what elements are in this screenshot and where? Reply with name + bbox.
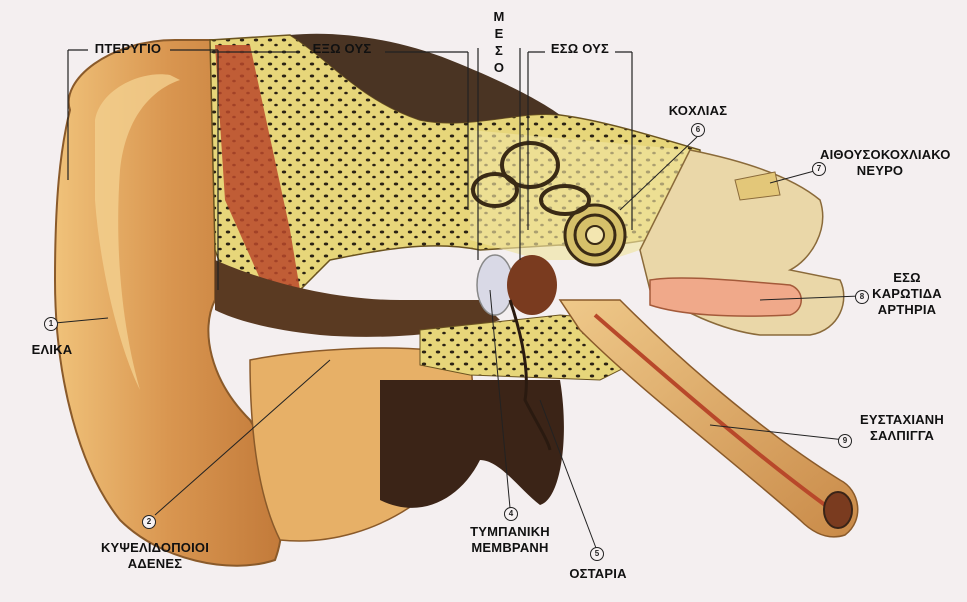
label-pterygio: ΠΤΕΡΥΓΙΟ bbox=[88, 41, 168, 57]
badge-ostaria: 5 bbox=[590, 547, 604, 561]
badge-tympanic: 4 bbox=[504, 507, 518, 521]
label-glands-line1: ΚΥΨΕΛΙΔΟΠΟΙΟΙ bbox=[90, 540, 220, 556]
middle-ear-cavity bbox=[507, 255, 557, 315]
label-eustachian-line1: ΕΥΣΤΑΧΙΑΝΗ bbox=[852, 412, 952, 428]
badge-elika: 1 bbox=[44, 317, 58, 331]
label-nerve-line1: ΑΙΘΟΥΣΟΚΟΧΛΙΑΚΟ bbox=[790, 147, 940, 163]
label-artery: ΕΣΩ ΚΑΡΩΤΙΔΑ ΑΡΤΗΡΙΑ bbox=[872, 270, 942, 318]
label-eso-ous: ΕΣΩ ΟΥΣ bbox=[545, 41, 615, 57]
label-eustachian: ΕΥΣΤΑΧΙΑΝΗ ΣΑΛΠΙΓΓΑ bbox=[852, 412, 952, 444]
label-eustachian-line2: ΣΑΛΠΙΓΓΑ bbox=[852, 428, 952, 444]
label-artery-line2: ΚΑΡΩΤΙΔΑ bbox=[872, 286, 942, 302]
label-glands: ΚΥΨΕΛΙΔΟΠΟΙΟΙ ΑΔΕΝΕΣ bbox=[90, 540, 220, 572]
label-meso-letter-2: Ε bbox=[490, 25, 508, 42]
label-meso-letter-1: Μ bbox=[490, 8, 508, 25]
label-artery-line3: ΑΡΤΗΡΙΑ bbox=[872, 302, 942, 318]
carotid-artery bbox=[650, 278, 801, 316]
label-meso-letter-4: Ο bbox=[490, 59, 508, 76]
label-koxlias: ΚΟΧΛΙΑΣ bbox=[662, 103, 734, 119]
dark-jaw-region bbox=[380, 380, 564, 508]
label-glands-line2: ΑΔΕΝΕΣ bbox=[90, 556, 220, 572]
label-tympanic-line1: ΤΥΜΠΑΝΙΚΗ bbox=[460, 524, 560, 540]
label-artery-line1: ΕΣΩ bbox=[872, 270, 942, 286]
label-exo-ous: ΕΞΩ ΟΥΣ bbox=[300, 41, 384, 57]
tube-opening bbox=[824, 492, 852, 528]
label-nerve: ΑΙΘΟΥΣΟΚΟΧΛΙΑΚΟ ΝΕΥΡΟ bbox=[790, 147, 940, 179]
label-ostaria: ΟΣΤΑΡΙΑ bbox=[560, 566, 636, 582]
eustachian-tube bbox=[560, 300, 858, 537]
badge-glands: 2 bbox=[142, 515, 156, 529]
label-meso-letter-3: Σ bbox=[490, 42, 508, 59]
label-tympanic-line2: ΜΕΜΒΡΑΝΗ bbox=[460, 540, 560, 556]
label-elika: ΕΛΙΚΑ bbox=[22, 342, 82, 358]
label-tympanic: ΤΥΜΠΑΝΙΚΗ ΜΕΜΒΡΑΝΗ bbox=[460, 524, 560, 556]
badge-koxlias: 6 bbox=[691, 123, 705, 137]
label-nerve-line2: ΝΕΥΡΟ bbox=[790, 163, 940, 179]
label-meso: Μ Ε Σ Ο bbox=[490, 8, 508, 76]
badge-eustachian: 9 bbox=[838, 434, 852, 448]
badge-artery: 8 bbox=[855, 290, 869, 304]
